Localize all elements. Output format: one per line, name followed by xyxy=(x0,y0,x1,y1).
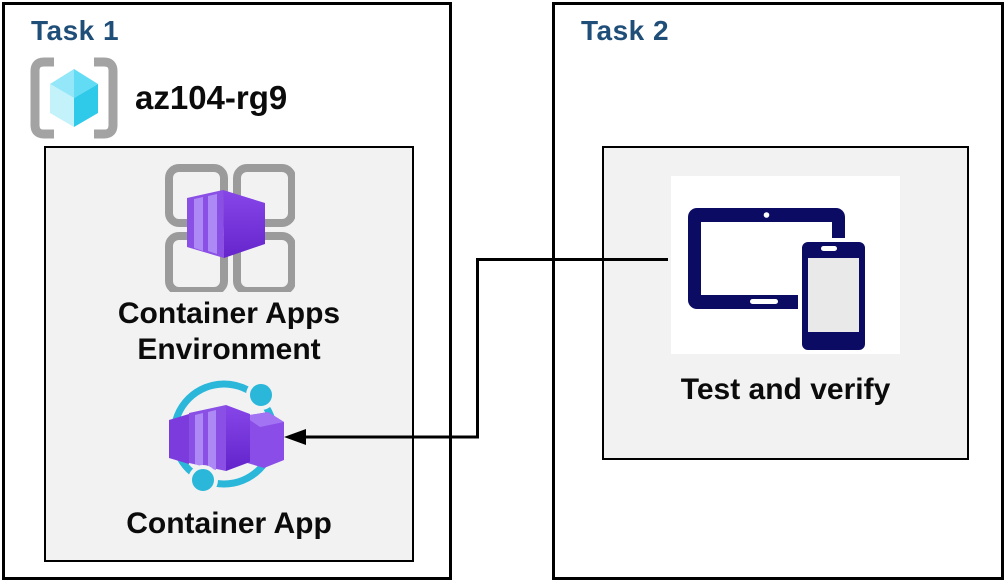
container-apps-environment-icon xyxy=(165,164,295,292)
devices-icon xyxy=(688,208,869,354)
task1-title: Task 1 xyxy=(31,15,120,46)
devices-icon-box xyxy=(671,176,900,354)
task2-title: Task 2 xyxy=(581,15,670,46)
test-and-verify-label: Test and verify xyxy=(680,373,891,406)
container-app-icon xyxy=(169,380,284,495)
test-and-verify-panel: Test and verify xyxy=(602,146,969,460)
container-apps-environment-panel: Container Apps Environment Containe xyxy=(44,146,414,562)
resource-group-icon xyxy=(30,57,118,139)
resource-group-name: az104-rg9 xyxy=(135,79,288,116)
task2-panel: Task 2 Test and verify xyxy=(552,2,1004,580)
resource-group-row: az104-rg9 xyxy=(29,57,287,139)
environment-label: Container Apps Environment xyxy=(117,297,341,366)
container-app-label: Container App xyxy=(126,507,332,540)
task1-panel: Task 1 az104-rg9 xyxy=(2,2,452,580)
